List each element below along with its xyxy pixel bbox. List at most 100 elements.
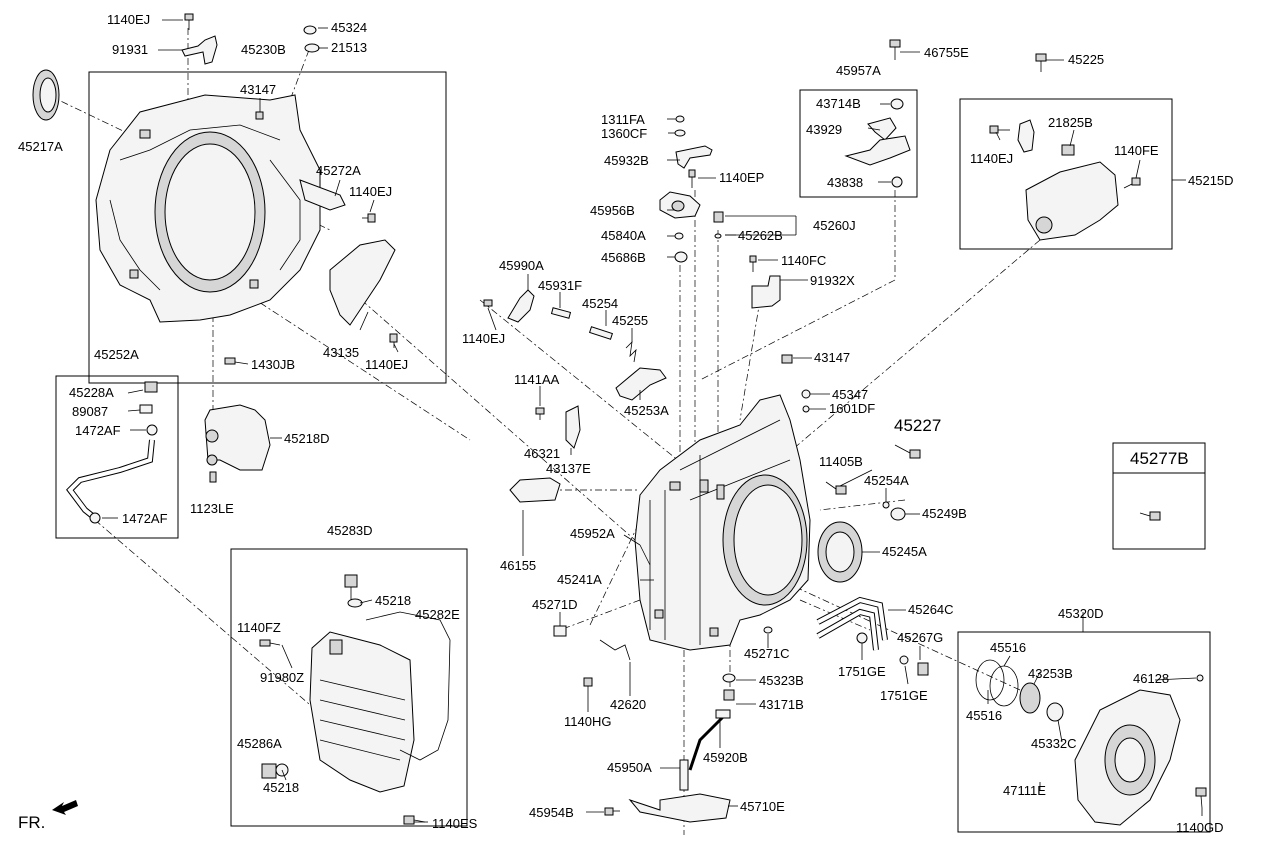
part-label: 46128: [1133, 671, 1169, 686]
part-label: 21513: [331, 40, 367, 55]
part-label: 45264C: [908, 602, 954, 617]
part-label: 1140HG: [564, 714, 611, 729]
part-label: 45271C: [744, 646, 790, 661]
part-label: 45320D: [1058, 606, 1104, 621]
oil-seal-icon: [817, 521, 863, 583]
bracket-45710E: [604, 793, 731, 823]
bolt-icon: [259, 639, 426, 825]
strainer-cover-46321: [565, 405, 581, 449]
part-label: 45840A: [601, 228, 646, 243]
part-label: 45952A: [570, 526, 615, 541]
part-label: 1140FE: [1114, 143, 1159, 158]
part-label: 45324: [331, 20, 367, 35]
o-ring-icon: [975, 659, 1019, 707]
pin-45952A: [639, 544, 651, 566]
part-label: 1472AF: [75, 423, 121, 438]
lever-45990A: [483, 289, 535, 323]
part-label: 45217A: [18, 139, 63, 154]
part-label: 1123LE: [190, 501, 234, 516]
transaxle-case-45241A: [634, 394, 811, 651]
part-label: 1140ES: [432, 816, 478, 831]
part-label: 1140EJ: [365, 357, 408, 372]
part-label: 46755E: [924, 45, 969, 60]
part-label: 45990A: [499, 258, 544, 273]
group-frame-45277B: [1112, 442, 1206, 550]
part-label: 46155: [500, 558, 536, 573]
washer-icon: [303, 25, 320, 53]
fr-arrow-icon: [52, 800, 78, 815]
part-label: 45277B: [1130, 449, 1189, 468]
part-label: 1140EJ: [349, 184, 392, 199]
leader-lines: [102, 19, 1203, 823]
part-label: 1140EJ: [462, 331, 505, 346]
part-label: 45218: [375, 593, 411, 608]
part-label: 43171B: [759, 697, 804, 712]
lever-45253A: [615, 367, 667, 401]
temperature-sensor-45920B: [688, 673, 736, 771]
oil-seal-icon: [32, 69, 60, 121]
bracket-45218D: [204, 404, 271, 483]
part-label: 45253A: [624, 403, 669, 418]
part-label: 47111E: [1003, 783, 1046, 798]
part-label: 43714B: [816, 96, 861, 111]
part-label: 45516: [966, 708, 1002, 723]
spring-45255: [625, 340, 637, 363]
part-label: 1140GD: [1176, 820, 1223, 835]
part-label: 1601DF: [829, 401, 875, 416]
part-label: 11405B: [819, 454, 863, 469]
bolt-icon: [889, 39, 1047, 188]
group-frame-45957A: [799, 89, 918, 198]
group-frame-45215D: [959, 98, 1173, 250]
part-label: 45272A: [316, 163, 361, 178]
valve-body-45283D: [309, 574, 415, 793]
pin-45931F: [550, 307, 572, 319]
deflector-45272A: [299, 179, 346, 211]
bolt-icon: [224, 111, 398, 365]
bracket-91932X: [751, 275, 781, 309]
solenoid-45950A: [679, 759, 689, 791]
part-label: 45920B: [703, 750, 748, 765]
bracket-91931: [181, 35, 218, 65]
part-label: 1311FA: [601, 112, 645, 127]
part-label: 45686B: [601, 250, 646, 265]
part-labels: 1140EJ 45324 91931 45230B 21513 43147 45…: [18, 12, 1234, 835]
part-label: 45347: [832, 387, 868, 402]
part-label: 45215D: [1188, 173, 1234, 188]
bolt-icon: [535, 354, 921, 521]
part-label: 1140EP: [719, 170, 764, 185]
converter-housing-45230B: [95, 94, 321, 323]
part-label: 42620: [610, 697, 646, 712]
part-label: 1472AF: [122, 511, 168, 526]
part-label: 45218D: [284, 431, 330, 446]
part-label: 43838: [827, 175, 863, 190]
part-label: 1360CF: [601, 126, 647, 141]
part-label: 43147: [814, 350, 850, 365]
baffle-plate-43135: [329, 239, 396, 326]
oil-seal-icon: [1019, 682, 1064, 722]
fr-label: FR.: [18, 813, 45, 832]
part-label: 45260J: [813, 218, 856, 233]
part-label: 45282E: [415, 607, 460, 622]
plug-45271D: [553, 625, 567, 637]
detent-lever-45932B: [675, 145, 713, 169]
part-label: 1751GE: [838, 664, 886, 679]
part-label: 45230B: [241, 42, 286, 57]
part-label: 45931F: [538, 278, 582, 293]
part-label: 45252A: [94, 347, 139, 362]
group-frame-45230B: [88, 71, 447, 384]
part-label: 43147: [240, 82, 276, 97]
part-label: 45957A: [836, 63, 881, 78]
part-label: 21825B: [1048, 115, 1093, 130]
bolt-icon: [184, 13, 194, 30]
part-label: 1140FC: [781, 253, 826, 268]
sensor-45956B: [659, 191, 701, 219]
part-label: 91931: [112, 42, 148, 57]
part-label: 43929: [806, 122, 842, 137]
part-label: 45954B: [529, 805, 574, 820]
group-frame-45252A: [55, 375, 179, 539]
part-label: 45516: [990, 640, 1026, 655]
rear-cover-45320D: [1074, 674, 1207, 826]
oil-filter-43137E: [509, 477, 561, 540]
part-label: 91980Z: [260, 670, 304, 685]
